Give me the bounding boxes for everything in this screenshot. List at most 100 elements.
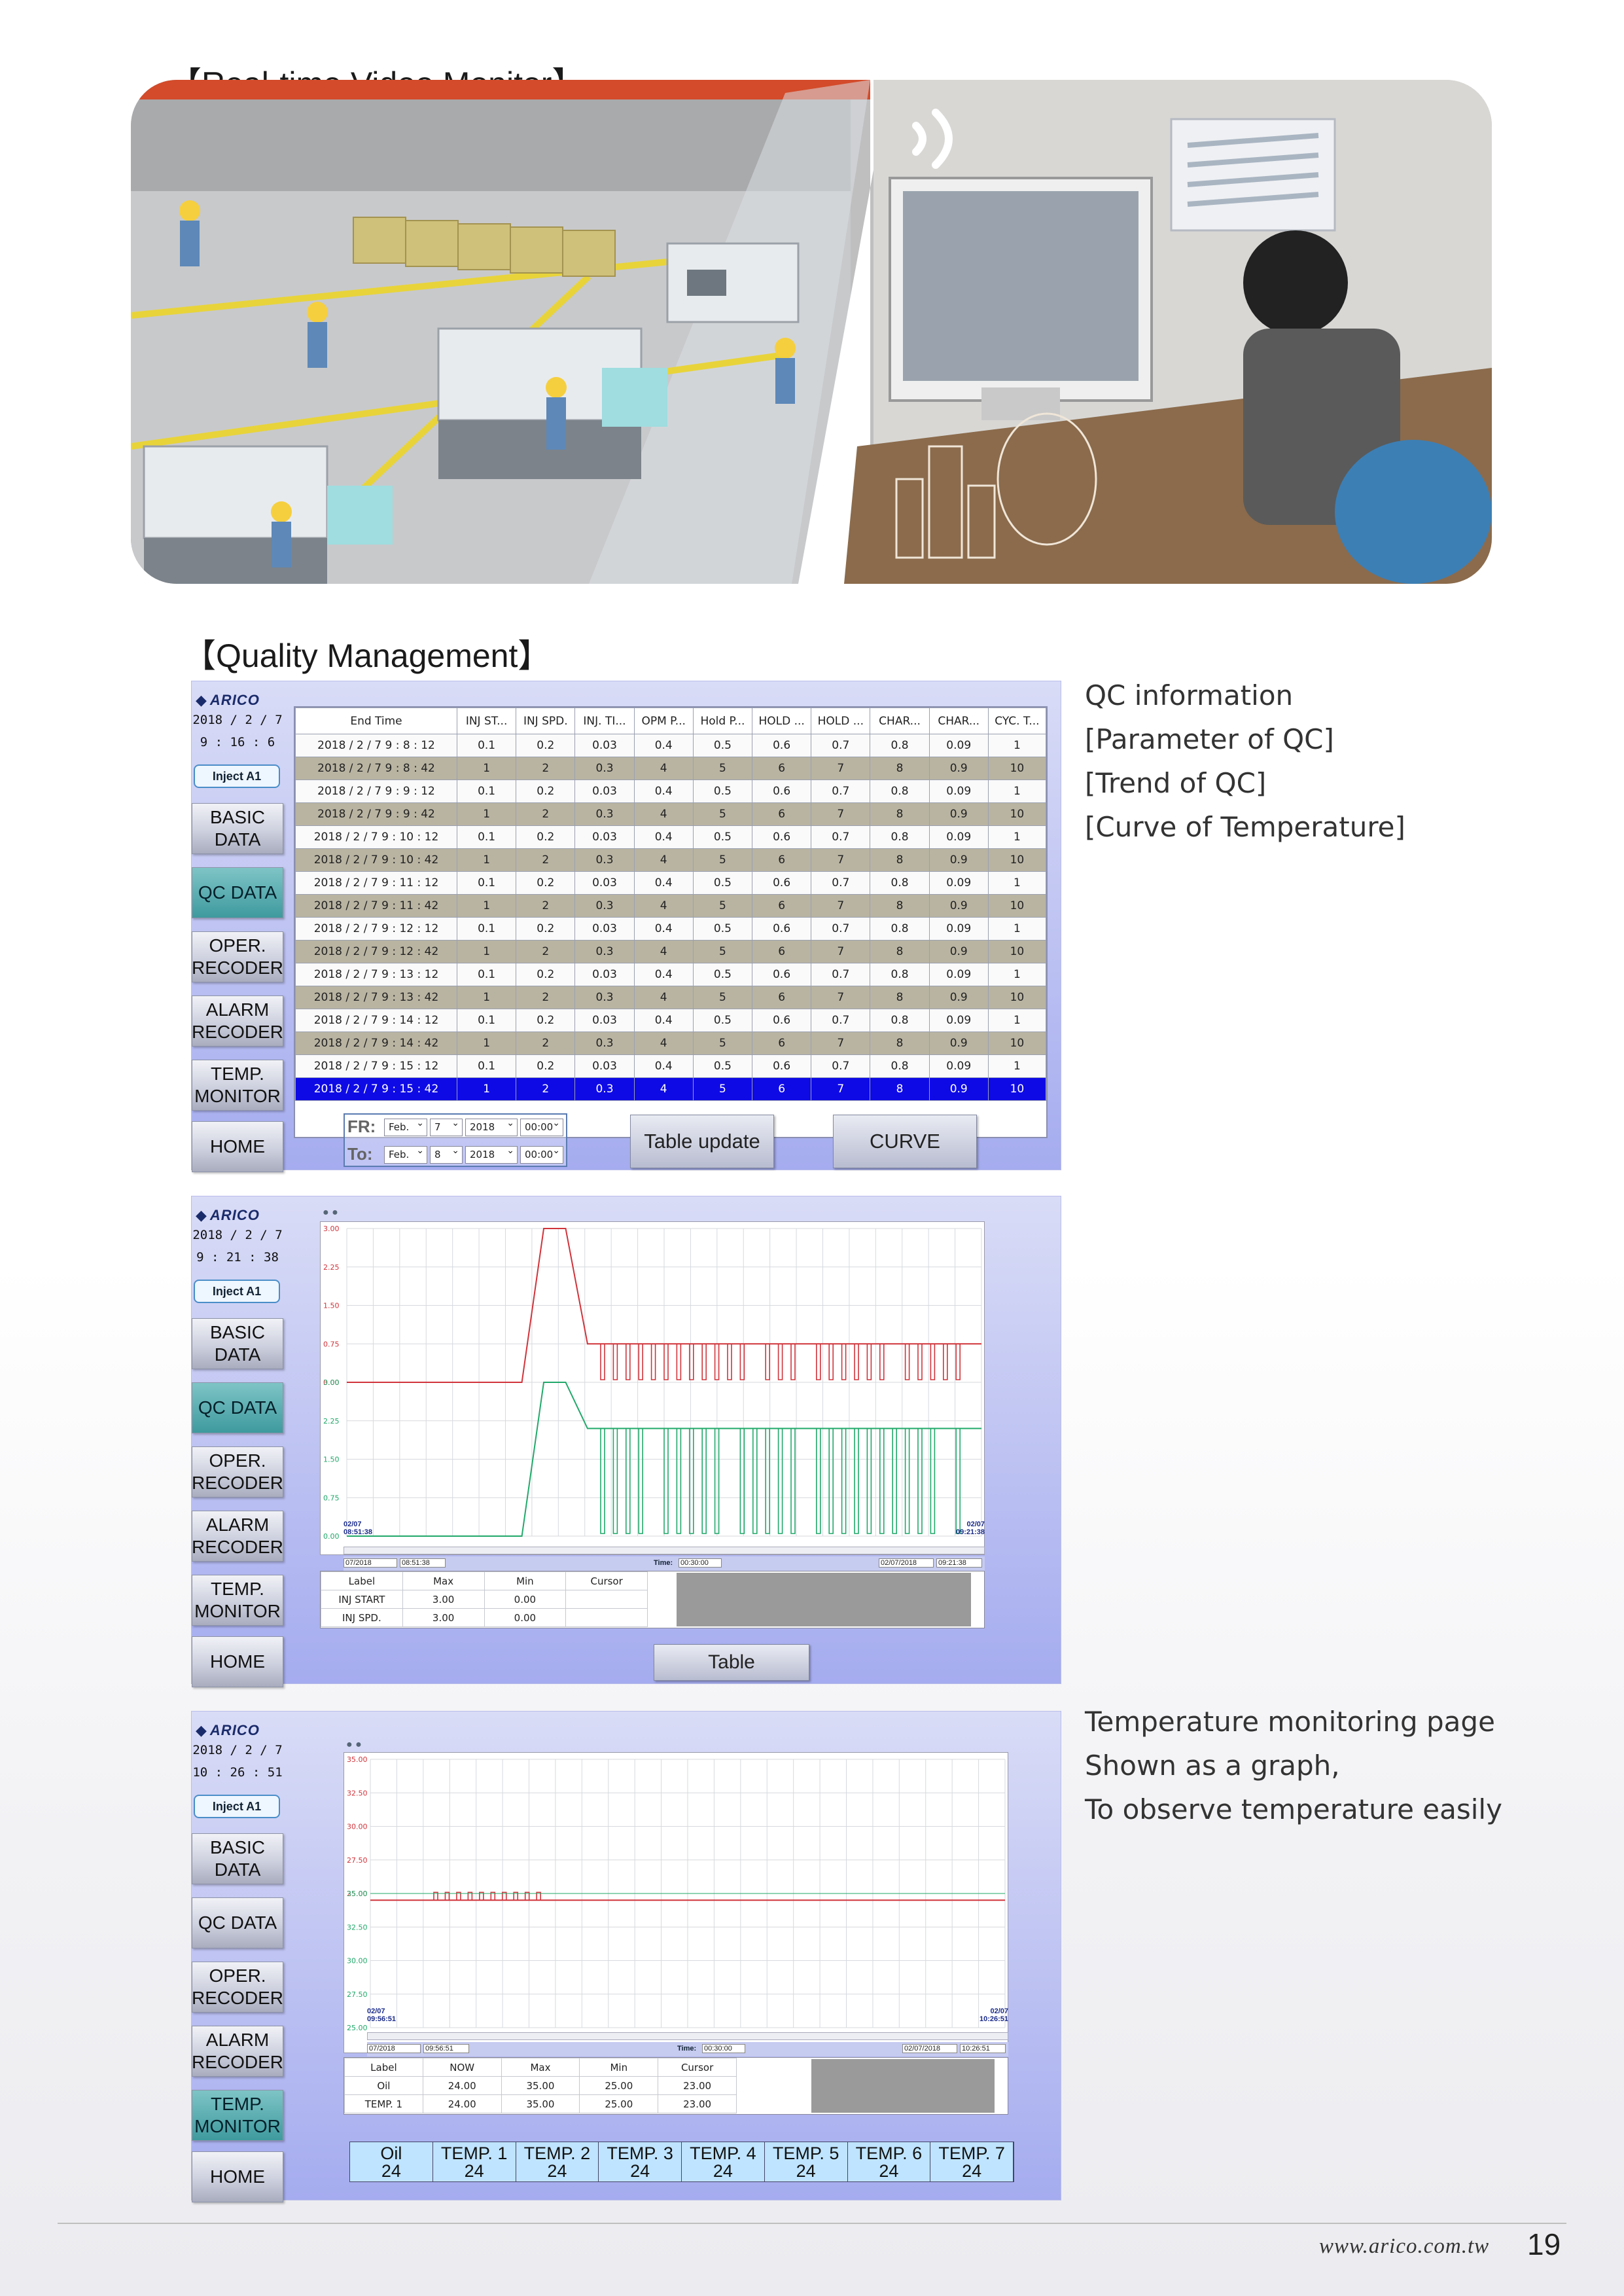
- span-field[interactable]: 00:30:00: [702, 2044, 745, 2053]
- to-date-field[interactable]: 02/07/2018: [902, 2044, 957, 2053]
- table-cell: TEMP. 1: [345, 2095, 423, 2113]
- inject-badge[interactable]: Inject A1: [194, 1795, 280, 1818]
- table-row[interactable]: INJ START3.000.00: [321, 1590, 648, 1609]
- table-row-selected[interactable]: 2018 / 2 / 7 9 : 15 : 42120.3456780.910: [296, 1078, 1046, 1101]
- curve-button[interactable]: CURVE: [833, 1115, 977, 1168]
- table-row[interactable]: 2018 / 2 / 7 9 : 11 : 120.10.20.030.40.5…: [296, 872, 1046, 895]
- table-row[interactable]: 2018 / 2 / 7 9 : 13 : 120.10.20.030.40.5…: [296, 963, 1046, 986]
- sidebar-qc-data[interactable]: QC DATA: [192, 867, 283, 918]
- time-scrollbar[interactable]: [367, 2032, 1008, 2040]
- column-header[interactable]: End Time: [296, 708, 457, 734]
- table-row[interactable]: 2018 / 2 / 7 9 : 13 : 42120.3456780.910: [296, 986, 1046, 1009]
- table-cell: 0.1: [457, 1009, 516, 1032]
- table-cell: 1: [457, 757, 516, 780]
- table-row[interactable]: 2018 / 2 / 7 9 : 8 : 42120.3456780.910: [296, 757, 1046, 780]
- time-scrollbar[interactable]: [344, 1547, 985, 1554]
- sidebar-basic-data[interactable]: BASIC DATA: [192, 803, 283, 854]
- column-header[interactable]: INJ ST...: [457, 708, 516, 734]
- table-row[interactable]: 2018 / 2 / 7 9 : 12 : 120.10.20.030.40.5…: [296, 918, 1046, 941]
- fr-month-select[interactable]: Feb.: [384, 1119, 427, 1136]
- table-row[interactable]: INJ SPD.3.000.00: [321, 1609, 648, 1627]
- sidebar-home[interactable]: HOME: [192, 2151, 283, 2202]
- table-row[interactable]: 2018 / 2 / 7 9 : 10 : 120.10.20.030.40.5…: [296, 826, 1046, 849]
- column-header[interactable]: OPM P...: [634, 708, 693, 734]
- sidebar-oper-recoder[interactable]: OPER. RECODER: [192, 1962, 283, 2013]
- table-cell: 0.09: [929, 1055, 988, 1078]
- sidebar-temp-monitor[interactable]: TEMP. MONITOR: [192, 2090, 283, 2141]
- sidebar-temp-monitor[interactable]: TEMP. MONITOR: [192, 1060, 283, 1111]
- table-row[interactable]: 2018 / 2 / 7 9 : 12 : 42120.3456780.910: [296, 941, 1046, 963]
- from-time-field[interactable]: 09:56:51: [423, 2044, 469, 2053]
- table-row[interactable]: 2018 / 2 / 7 9 : 8 : 120.10.20.030.40.50…: [296, 734, 1046, 757]
- inject-badge[interactable]: Inject A1: [194, 1280, 280, 1303]
- qc-data-table[interactable]: End TimeINJ ST...INJ SPD.INJ. TI...OPM P…: [294, 706, 1048, 1138]
- fr-time-select[interactable]: 00:00: [520, 1119, 563, 1136]
- from-date-field[interactable]: 07/2018: [367, 2044, 421, 2053]
- column-header[interactable]: INJ SPD.: [516, 708, 575, 734]
- table-update-button[interactable]: Table update: [630, 1115, 774, 1168]
- sidebar-qc-data[interactable]: QC DATA: [192, 1382, 283, 1433]
- sidebar-home[interactable]: HOME: [192, 1121, 283, 1172]
- zoom-icons[interactable]: ● ●: [346, 1739, 362, 1751]
- from-date-field[interactable]: 07/2018: [344, 1558, 397, 1568]
- table-cell: 0.1: [457, 918, 516, 941]
- to-time-select[interactable]: 00:00: [520, 1146, 563, 1164]
- sidebar-basic-data[interactable]: BASIC DATA: [192, 1318, 283, 1369]
- table-cell: 0.7: [811, 826, 870, 849]
- table-button[interactable]: Table: [654, 1644, 809, 1681]
- to-month-select[interactable]: Feb.: [384, 1146, 427, 1164]
- table-row[interactable]: 2018 / 2 / 7 9 : 15 : 120.10.20.030.40.5…: [296, 1055, 1046, 1078]
- table-cell: 35.00: [501, 2077, 580, 2095]
- temp-series-table[interactable]: LabelNOWMaxMinCursorOil24.0035.0025.0023…: [344, 2057, 1008, 2115]
- sidebar-alarm-recoder[interactable]: ALARM RECODER: [192, 1511, 283, 1562]
- sidebar-qc-data[interactable]: QC DATA: [192, 1897, 283, 1948]
- column-header[interactable]: Hold P...: [693, 708, 752, 734]
- temp-monitor-panel: ◆ARICO 2018 / 2 / 7 10 : 26 : 51 Inject …: [191, 1711, 1061, 2200]
- table-cell: 8: [870, 986, 929, 1009]
- qc-trend-panel: ◆ARICO 2018 / 2 / 7 9 : 21 : 38 Inject A…: [191, 1196, 1061, 1684]
- sidebar-temp-monitor[interactable]: TEMP. MONITOR: [192, 1575, 283, 1626]
- table-row[interactable]: 2018 / 2 / 7 9 : 14 : 42120.3456780.910: [296, 1032, 1046, 1055]
- column-header[interactable]: HOLD ...: [752, 708, 811, 734]
- to-year-select[interactable]: 2018: [465, 1146, 518, 1164]
- temp-info-line: Temperature monitoring page: [1085, 1700, 1502, 1744]
- to-day-select[interactable]: 8: [430, 1146, 463, 1164]
- table-row[interactable]: 2018 / 2 / 7 9 : 11 : 42120.3456780.910: [296, 895, 1046, 918]
- from-time-field[interactable]: 08:51:38: [400, 1558, 446, 1568]
- fr-day-select[interactable]: 7: [430, 1119, 463, 1136]
- sidebar-oper-recoder[interactable]: OPER. RECODER: [192, 931, 283, 982]
- table-row[interactable]: 2018 / 2 / 7 9 : 9 : 120.10.20.030.40.50…: [296, 780, 1046, 803]
- table-row[interactable]: TEMP. 124.0035.0025.0023.00: [345, 2095, 737, 2113]
- arico-logo: ◆ARICO: [196, 1719, 262, 1740]
- span-field[interactable]: 00:30:00: [679, 1558, 722, 1568]
- column-header[interactable]: HOLD ...: [811, 708, 870, 734]
- column-header[interactable]: INJ. TI...: [575, 708, 634, 734]
- sidebar-alarm-recoder[interactable]: ALARM RECODER: [192, 2026, 283, 2077]
- to-time-field[interactable]: 09:21:38: [936, 1558, 982, 1568]
- column-header: Max: [402, 1572, 484, 1590]
- footer-url[interactable]: www.arico.com.tw: [1319, 2234, 1489, 2259]
- to-date-field[interactable]: 02/07/2018: [879, 1558, 934, 1568]
- table-cell: 0.9: [929, 757, 988, 780]
- table-header-row: LabelMaxMinCursor: [321, 1572, 648, 1590]
- table-row[interactable]: 2018 / 2 / 7 9 : 14 : 120.10.20.030.40.5…: [296, 1009, 1046, 1032]
- qc-series-table[interactable]: LabelMaxMinCursorINJ START3.000.00INJ SP…: [320, 1571, 985, 1628]
- table-cell: 0.1: [457, 780, 516, 803]
- table-cell: 2: [516, 803, 575, 826]
- sidebar-home[interactable]: HOME: [192, 1636, 283, 1687]
- column-header[interactable]: CYC. T...: [988, 708, 1046, 734]
- table-row[interactable]: 2018 / 2 / 7 9 : 9 : 42120.3456780.910: [296, 803, 1046, 826]
- y-tick-label: 2.25: [323, 1417, 340, 1426]
- table-row[interactable]: Oil24.0035.0025.0023.00: [345, 2077, 737, 2095]
- table-cell: 2: [516, 1032, 575, 1055]
- zoom-icons[interactable]: ● ●: [323, 1207, 338, 1219]
- to-time-field[interactable]: 10:26:51: [960, 2044, 1006, 2053]
- column-header[interactable]: CHAR...: [870, 708, 929, 734]
- table-row[interactable]: 2018 / 2 / 7 9 : 10 : 42120.3456780.910: [296, 849, 1046, 872]
- fr-year-select[interactable]: 2018: [465, 1119, 518, 1136]
- sidebar-oper-recoder[interactable]: OPER. RECODER: [192, 1446, 283, 1498]
- sidebar-basic-data[interactable]: BASIC DATA: [192, 1833, 283, 1884]
- sidebar-alarm-recoder[interactable]: ALARM RECODER: [192, 996, 283, 1047]
- column-header[interactable]: CHAR...: [929, 708, 988, 734]
- inject-badge[interactable]: Inject A1: [194, 764, 280, 788]
